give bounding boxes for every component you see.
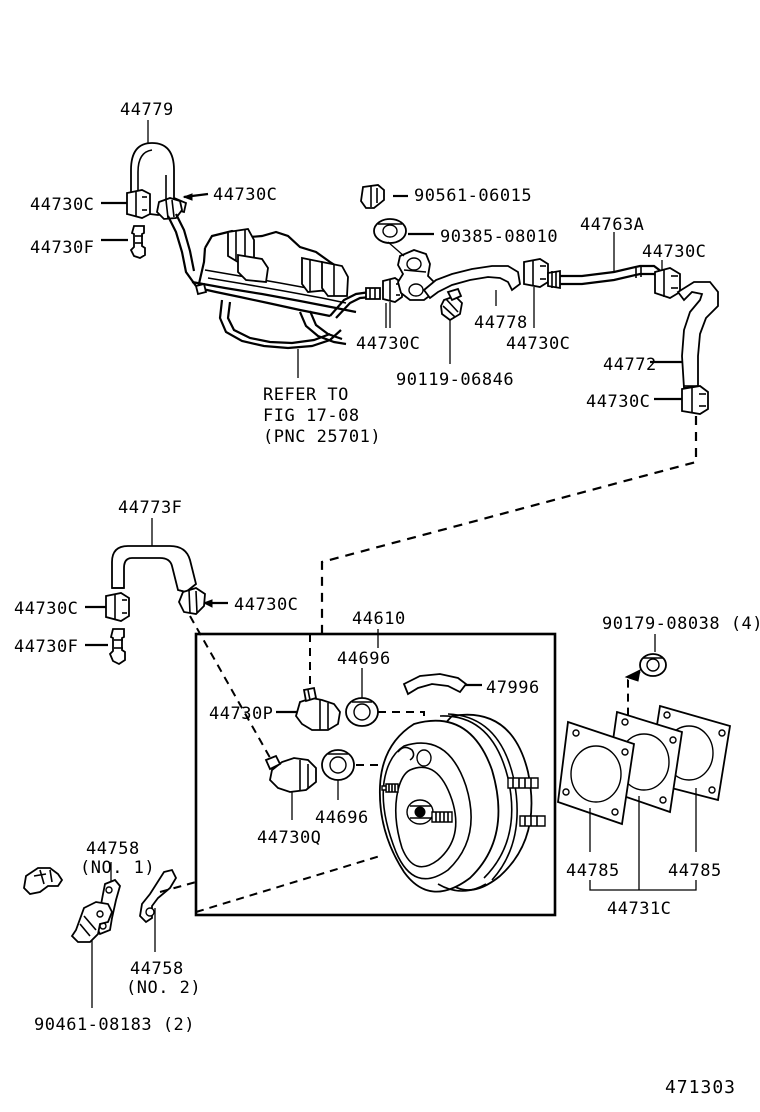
leader-dashed-booster-lower xyxy=(195,855,381,913)
callout-44772: 44772 xyxy=(603,355,657,375)
callout-44730F-b: 44730F xyxy=(14,637,79,657)
part-90179-08038-nut xyxy=(624,634,667,716)
reference-note-line3: (PNC 25701) xyxy=(263,427,382,447)
callout-44730C-c: 44730C xyxy=(642,242,707,262)
part-47996-retaining-clip xyxy=(402,673,482,696)
part-44730C-clamp-on-44779 xyxy=(156,192,209,220)
diagram-id: 471303 xyxy=(664,1077,736,1098)
part-44730P-fitting-upper xyxy=(276,634,425,756)
callout-44730P: 44730P xyxy=(209,704,274,724)
callout-44730C-e: 44730C xyxy=(506,334,571,354)
part-44730F-connector-left xyxy=(85,628,126,666)
callout-44696-top: 44696 xyxy=(337,649,391,669)
callout-90461-08183: 90461-08183 (2) xyxy=(34,1015,196,1035)
engine-bracket-assembly xyxy=(167,213,381,378)
callout-44785-left: 44785 xyxy=(566,861,620,881)
callout-44778: 44778 xyxy=(474,313,528,333)
callout-47996: 47996 xyxy=(486,678,540,698)
part-44785-gasket-left xyxy=(557,720,636,852)
callout-44731C: 44731C xyxy=(607,899,672,919)
part-90461-08183-clamp-b xyxy=(70,901,113,1008)
callout-44730C-b: 44730C xyxy=(213,185,278,205)
part-44758-bracket-no2 xyxy=(139,868,197,952)
callout-90119-06846: 90119-06846 xyxy=(396,370,515,390)
callout-44730Q: 44730Q xyxy=(257,828,322,848)
callout-44730C-a: 44730C xyxy=(30,195,95,215)
reference-note-line1: REFER TO xyxy=(263,385,349,405)
vacuum-valve-bracket xyxy=(387,241,435,301)
callout-44773F: 44773F xyxy=(118,498,183,518)
part-44773F-vacuum-hose xyxy=(111,518,198,593)
part-44610-brake-booster xyxy=(378,713,546,893)
reference-note-line2: FIG 17-08 xyxy=(263,406,360,426)
callout-90179-08038: 90179-08038 (4) xyxy=(602,614,760,634)
callout-90385-08010: 90385-08010 xyxy=(440,227,559,247)
callout-44696-bot: 44696 xyxy=(315,808,369,828)
callout-44730C-h: 44730C xyxy=(234,595,299,615)
part-44772-vacuum-hose xyxy=(650,281,719,390)
callout-44730C-d: 44730C xyxy=(356,334,421,354)
callout-44758-no2: 44758 xyxy=(130,959,184,979)
callout-44758-no2-sub: (NO. 2) xyxy=(126,978,202,998)
callout-44779: 44779 xyxy=(120,100,174,120)
part-44696-grommet-bottom xyxy=(321,749,355,800)
callout-44758-no1-sub: (NO. 1) xyxy=(80,858,156,878)
part-44730F-connector-top xyxy=(101,225,146,259)
booster-studs xyxy=(381,777,546,827)
part-44730C-clamp-pipe-junction xyxy=(654,260,681,299)
leader-dashed-44730C-to-booster xyxy=(320,416,698,634)
part-44730C-clamp-44773F-left xyxy=(85,592,130,622)
callout-44730C-f: 44730C xyxy=(586,392,651,412)
part-90461-08183-clamp-a xyxy=(23,867,64,895)
callout-90561-06015: 90561-06015 xyxy=(414,186,533,206)
callout-44785-right: 44785 xyxy=(668,861,722,881)
gasket-set-bracket xyxy=(589,880,697,891)
part-44730C-clamp-top-left xyxy=(101,189,151,219)
callout-44730F-a: 44730F xyxy=(30,238,95,258)
part-90561-06015-snap-ring xyxy=(360,184,408,209)
callout-44730C-g: 44730C xyxy=(14,599,79,619)
part-44696-grommet-top xyxy=(345,668,379,727)
callout-44610: 44610 xyxy=(352,609,406,629)
part-44778-vacuum-hose xyxy=(422,265,521,306)
part-44730C-clamp-44773F-right xyxy=(178,587,287,787)
booster-assembly-frame xyxy=(194,632,557,917)
part-44730C-clamp-44772-bottom xyxy=(654,385,709,415)
part-90385-08010-bushing xyxy=(373,218,434,244)
part-90119-06846-stud xyxy=(440,287,463,364)
callout-44758-no1: 44758 xyxy=(86,839,140,859)
callout-44763A: 44763A xyxy=(580,215,645,235)
